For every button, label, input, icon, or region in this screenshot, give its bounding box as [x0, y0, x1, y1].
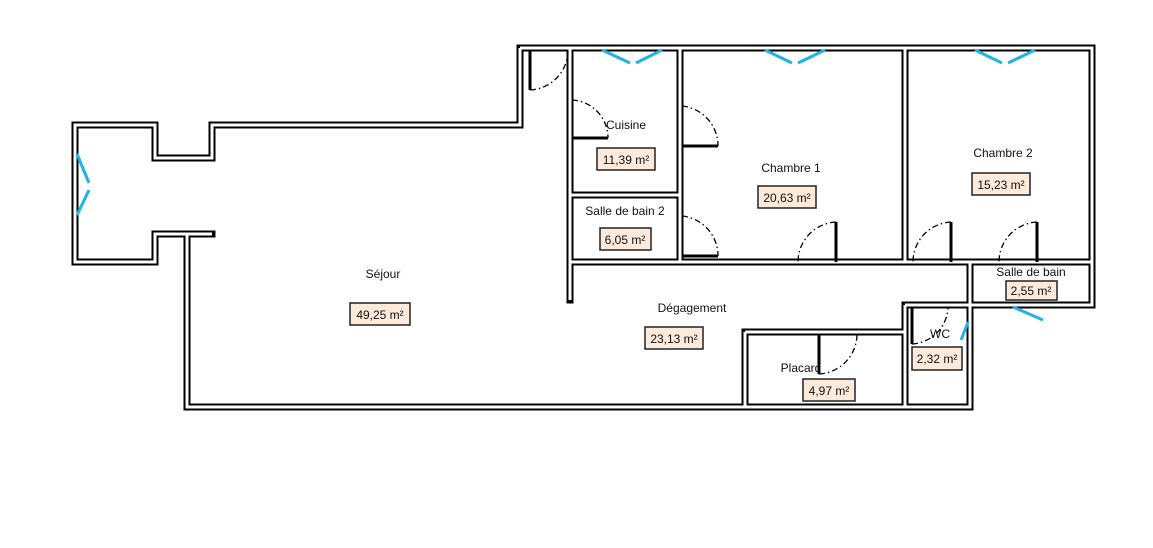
room-area-chambre2: 15,23 m² [977, 178, 1024, 192]
room-name-chambre2: Chambre 2 [973, 146, 1033, 160]
area-box [644, 326, 704, 350]
path [71, 44, 524, 266]
door-arc [911, 306, 949, 345]
door-chambre1-b [681, 215, 719, 258]
area-box [757, 185, 817, 209]
area-box [599, 227, 652, 251]
door-cuisine [571, 99, 609, 140]
room-name-degagement: Dégagement [658, 301, 727, 315]
room-area-sdb: 2,55 m² [1011, 284, 1052, 298]
wall-i [73, 46, 1094, 409]
door-arc [912, 221, 952, 263]
door-arc [681, 215, 719, 257]
area-box [1005, 280, 1058, 301]
door-arc [797, 221, 837, 263]
room-area-cuisine: 11,39 m² [603, 153, 649, 167]
door-chambre2-b [998, 221, 1039, 263]
room-name-placard: Placard [781, 361, 822, 375]
room-area-sejour: 49,25 m² [356, 308, 403, 322]
area-box [911, 346, 963, 371]
door-entrance [528, 50, 569, 91]
window-chambre1 [764, 48, 826, 65]
room-name-sejour: Séjour [366, 267, 401, 281]
room-name-cuisine: Cuisine [606, 118, 646, 132]
door-arc [529, 51, 569, 91]
door-wc [910, 306, 949, 345]
room-name-sdb: Salle de bain [996, 265, 1065, 279]
walls [71, 44, 1096, 411]
doors [528, 50, 1039, 375]
room-labels: Cuisine 11,39 m² Chambre 1 20,63 m² Cham… [349, 118, 1066, 402]
door-chambre1-c [797, 221, 838, 263]
door-chambre2-a [912, 221, 953, 263]
area-box [349, 302, 411, 326]
path [73, 48, 522, 264]
door-placard [817, 333, 858, 375]
window-chambre2 [974, 48, 1036, 65]
room-area-chambre1: 20,63 m² [763, 191, 810, 205]
area-box [802, 378, 856, 402]
door-arc [681, 105, 719, 147]
room-name-chambre1: Chambre 1 [761, 161, 821, 175]
room-name-sdb2: Salle de bain 2 [585, 204, 665, 218]
room-area-sdb2: 6,05 m² [605, 233, 646, 247]
window-sdb [1012, 305, 1044, 322]
path [185, 46, 1094, 409]
window-wc [959, 321, 970, 341]
door-arc [998, 221, 1038, 263]
windows [75, 48, 1044, 341]
door-arc [818, 333, 858, 375]
area-box [971, 172, 1031, 196]
window-sejour [75, 153, 91, 216]
door-arc [571, 99, 609, 139]
room-name-wc: WC [930, 327, 950, 341]
door-chambre1-a [681, 105, 719, 148]
room-area-placard: 4,97 m² [809, 384, 850, 398]
window-cuisine [601, 48, 663, 65]
area-box [596, 147, 656, 171]
room-area-degagement: 23,13 m² [650, 332, 697, 346]
room-area-wc: 2,32 m² [917, 352, 958, 366]
